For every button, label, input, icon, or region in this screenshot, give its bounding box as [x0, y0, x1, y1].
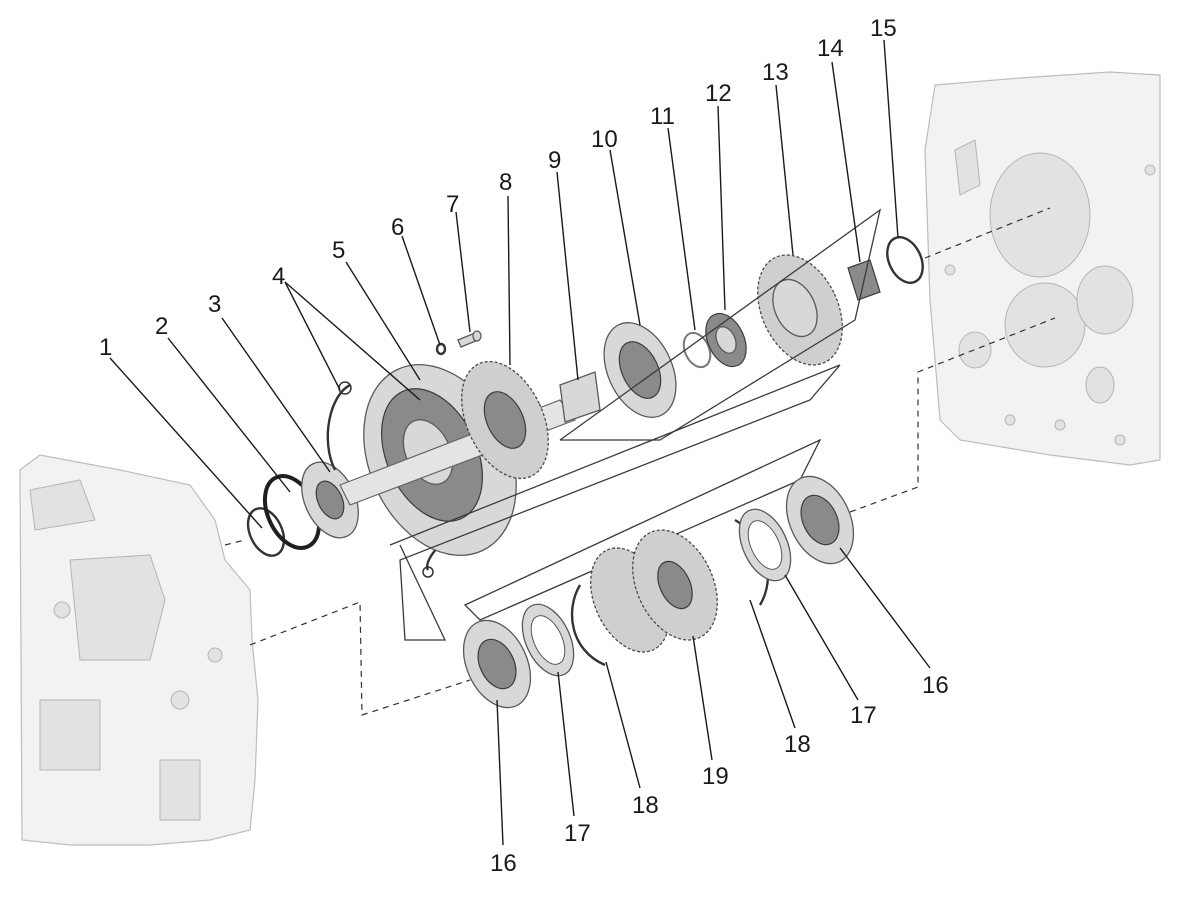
callout-5: 5	[332, 237, 345, 264]
part-18-snap-ring-left	[570, 584, 606, 667]
assembly-axes	[224, 207, 1056, 716]
callout-1: 1	[99, 334, 112, 361]
callout-10: 10	[591, 126, 618, 153]
leader-lines	[109, 39, 931, 846]
callout-2: 2	[155, 313, 168, 340]
callout-18-right: 18	[784, 731, 811, 758]
callout-18-bottom: 18	[632, 792, 659, 819]
part-1-retaining-ring	[246, 507, 286, 557]
parts-lower	[389, 364, 855, 709]
part-11-ring	[682, 331, 712, 369]
callout-9: 9	[548, 147, 561, 174]
callout-labels: 1 2 3 4 5 6 7 8 9 10 11 12 13 14 15 16 1…	[99, 15, 949, 877]
callout-12: 12	[705, 80, 732, 107]
part-6-washer	[435, 342, 447, 356]
part-4-snap-ring	[326, 383, 351, 471]
callout-11: 11	[650, 103, 675, 130]
part-9-spline-shaft	[559, 371, 601, 423]
callout-8: 8	[499, 169, 512, 196]
left-housing	[19, 454, 259, 846]
parts-upper	[246, 208, 924, 578]
callout-16-bottom: 16	[490, 850, 517, 877]
callout-16-right: 16	[922, 672, 949, 699]
callout-17-bottom: 17	[564, 820, 591, 847]
callout-14: 14	[817, 35, 844, 62]
callout-13: 13	[762, 59, 789, 86]
right-housing	[924, 71, 1161, 466]
callout-7: 7	[446, 191, 459, 218]
callout-6: 6	[391, 214, 404, 241]
callout-17-right: 17	[850, 702, 877, 729]
callout-19: 19	[702, 763, 729, 790]
callout-3: 3	[208, 291, 221, 318]
callout-15: 15	[870, 15, 897, 42]
part-15-spacer-ring	[886, 236, 924, 284]
callout-4: 4	[272, 263, 285, 290]
